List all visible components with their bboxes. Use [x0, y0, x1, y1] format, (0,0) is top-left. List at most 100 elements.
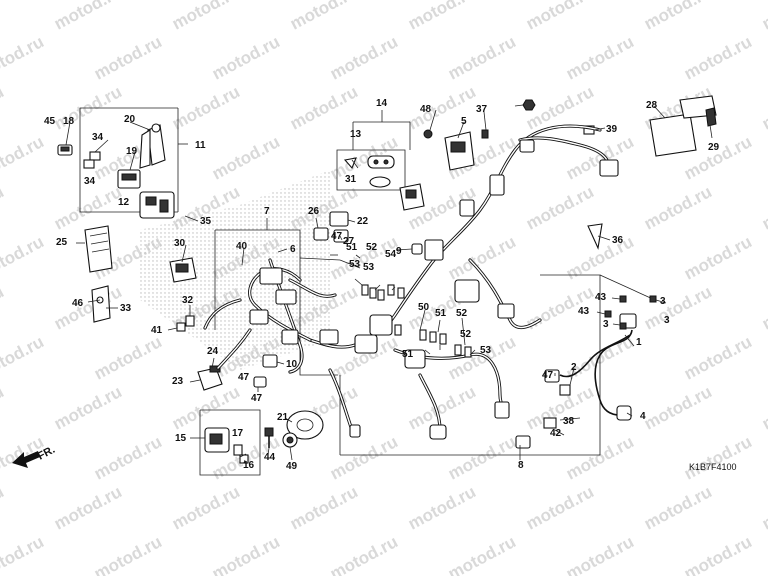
- callout-7: 7: [264, 206, 270, 217]
- callout-49: 49: [286, 461, 298, 472]
- callout-38: 38: [563, 416, 575, 427]
- callout-18: 18: [63, 116, 75, 127]
- callout-44: 44: [264, 452, 276, 463]
- watermark-text: motod.ru: [0, 232, 47, 283]
- watermark-text: motod.ru: [641, 382, 715, 433]
- clip-37-icon: [481, 129, 489, 139]
- watermark-text: motod.ru: [641, 282, 715, 333]
- callout-25: 25: [56, 237, 68, 248]
- bolt-44-icon: [264, 427, 274, 448]
- callout-43: 43: [578, 306, 590, 317]
- watermark-text: motod.ru: [51, 0, 125, 34]
- callout-10: 10: [286, 359, 298, 370]
- callout-53: 53: [363, 262, 375, 273]
- callout-43: 43: [595, 292, 607, 303]
- callout-6: 6: [290, 244, 296, 255]
- watermark-text: motod.ru: [0, 332, 47, 383]
- callout-52: 52: [366, 242, 378, 253]
- watermark-text: motod.ru: [641, 182, 715, 233]
- connector-14-icon: [399, 183, 425, 211]
- callout-8: 8: [518, 460, 524, 471]
- connector-32-icon: [176, 315, 195, 332]
- watermark-text: motod.ru: [287, 0, 361, 34]
- watermark-text: motod.ru: [169, 482, 243, 533]
- watermark-text: motod.ru: [327, 32, 401, 83]
- callout-16: 16: [243, 460, 255, 471]
- watermark-text: motod.ru: [0, 282, 7, 333]
- watermark-text: motod.ru: [209, 132, 283, 183]
- callout-33: 33: [120, 303, 132, 314]
- callout-47: 47: [331, 231, 343, 242]
- watermark-text: motod.ru: [0, 32, 47, 83]
- callout-11: 11: [195, 140, 206, 151]
- connector-23-icon: [197, 365, 223, 391]
- watermark-text: motod.ru: [51, 182, 125, 233]
- connector-30-icon: [169, 257, 197, 283]
- front-arrow-icon: [12, 451, 40, 468]
- connector-10-icon: [253, 354, 278, 388]
- watermark-text: motod.ru: [0, 482, 7, 533]
- callout-26: 26: [308, 206, 320, 217]
- watermark-text: motod.ru: [91, 532, 165, 576]
- watermark-text: motod.ru: [0, 532, 47, 576]
- callout-52: 52: [456, 308, 468, 319]
- watermark-text: motod.ru: [759, 282, 768, 333]
- watermark-text: motod.ru: [641, 0, 715, 34]
- group-box-15: [199, 409, 261, 476]
- group-box-main: [339, 274, 656, 456]
- callout-3: 3: [660, 296, 666, 307]
- watermark-text: motod.ru: [209, 32, 283, 83]
- watermark-text: motod.ru: [681, 532, 755, 576]
- watermark-text: motod.ru: [169, 0, 243, 34]
- callout-14: 14: [376, 98, 388, 109]
- watermark-text: motod.ru: [0, 132, 47, 183]
- watermark-text: motod.ru: [681, 432, 755, 483]
- callout-layer: 1234567891011121314151617181920212223242…: [44, 98, 720, 472]
- nut-26-icon: [522, 99, 536, 111]
- callout-51: 51: [402, 349, 414, 360]
- watermark-text: motod.ru: [91, 32, 165, 83]
- callout-13: 13: [350, 129, 362, 140]
- watermark-text: motod.ru: [523, 182, 597, 233]
- module-28-icon: [649, 95, 717, 157]
- callout-47: 47: [238, 372, 250, 383]
- watermark-text: motod.ru: [445, 532, 519, 576]
- callout-3: 3: [664, 315, 670, 326]
- watermark-text: motod.ru: [405, 0, 479, 34]
- bolt-48-icon: [423, 129, 433, 139]
- callout-19: 19: [126, 146, 138, 157]
- callout-34: 34: [92, 132, 104, 143]
- callout-45: 45: [44, 116, 56, 127]
- callout-9: 9: [396, 246, 402, 257]
- bracket-20-icon: [139, 123, 166, 169]
- leader-lines: [65, 104, 713, 464]
- watermark-text: motod.ru: [91, 332, 165, 383]
- callout-5: 5: [461, 116, 467, 127]
- callout-21: 21: [277, 412, 289, 423]
- watermark-text: motod.ru: [759, 382, 768, 433]
- watermark-text: motod.ru: [445, 32, 519, 83]
- callout-40: 40: [236, 241, 248, 252]
- watermark-text: motod.ru: [327, 532, 401, 576]
- callout-27: 27: [343, 236, 355, 247]
- ecu-25-icon: [84, 225, 113, 273]
- callout-15: 15: [175, 433, 187, 444]
- callout-42: 42: [550, 428, 562, 439]
- callout-50: 50: [418, 302, 430, 313]
- callout-1: 1: [636, 337, 642, 348]
- callout-22: 22: [357, 216, 369, 227]
- callout-24: 24: [207, 346, 219, 357]
- callout-31: 31: [345, 174, 357, 185]
- bracket-33-icon: [91, 285, 111, 323]
- watermark-text: motod.ru: [681, 32, 755, 83]
- callout-41: 41: [151, 325, 163, 336]
- diagram-code: K1B7F4100: [689, 462, 737, 472]
- watermark-text: motod.ru: [51, 382, 125, 433]
- callout-20: 20: [124, 114, 136, 125]
- callout-2: 2: [571, 362, 577, 373]
- watermark-text: motod.ru: [759, 82, 768, 133]
- watermark-text: motod.ru: [287, 482, 361, 533]
- watermark-text: motod.ru: [405, 482, 479, 533]
- watermark-text: motod.ru: [0, 0, 7, 34]
